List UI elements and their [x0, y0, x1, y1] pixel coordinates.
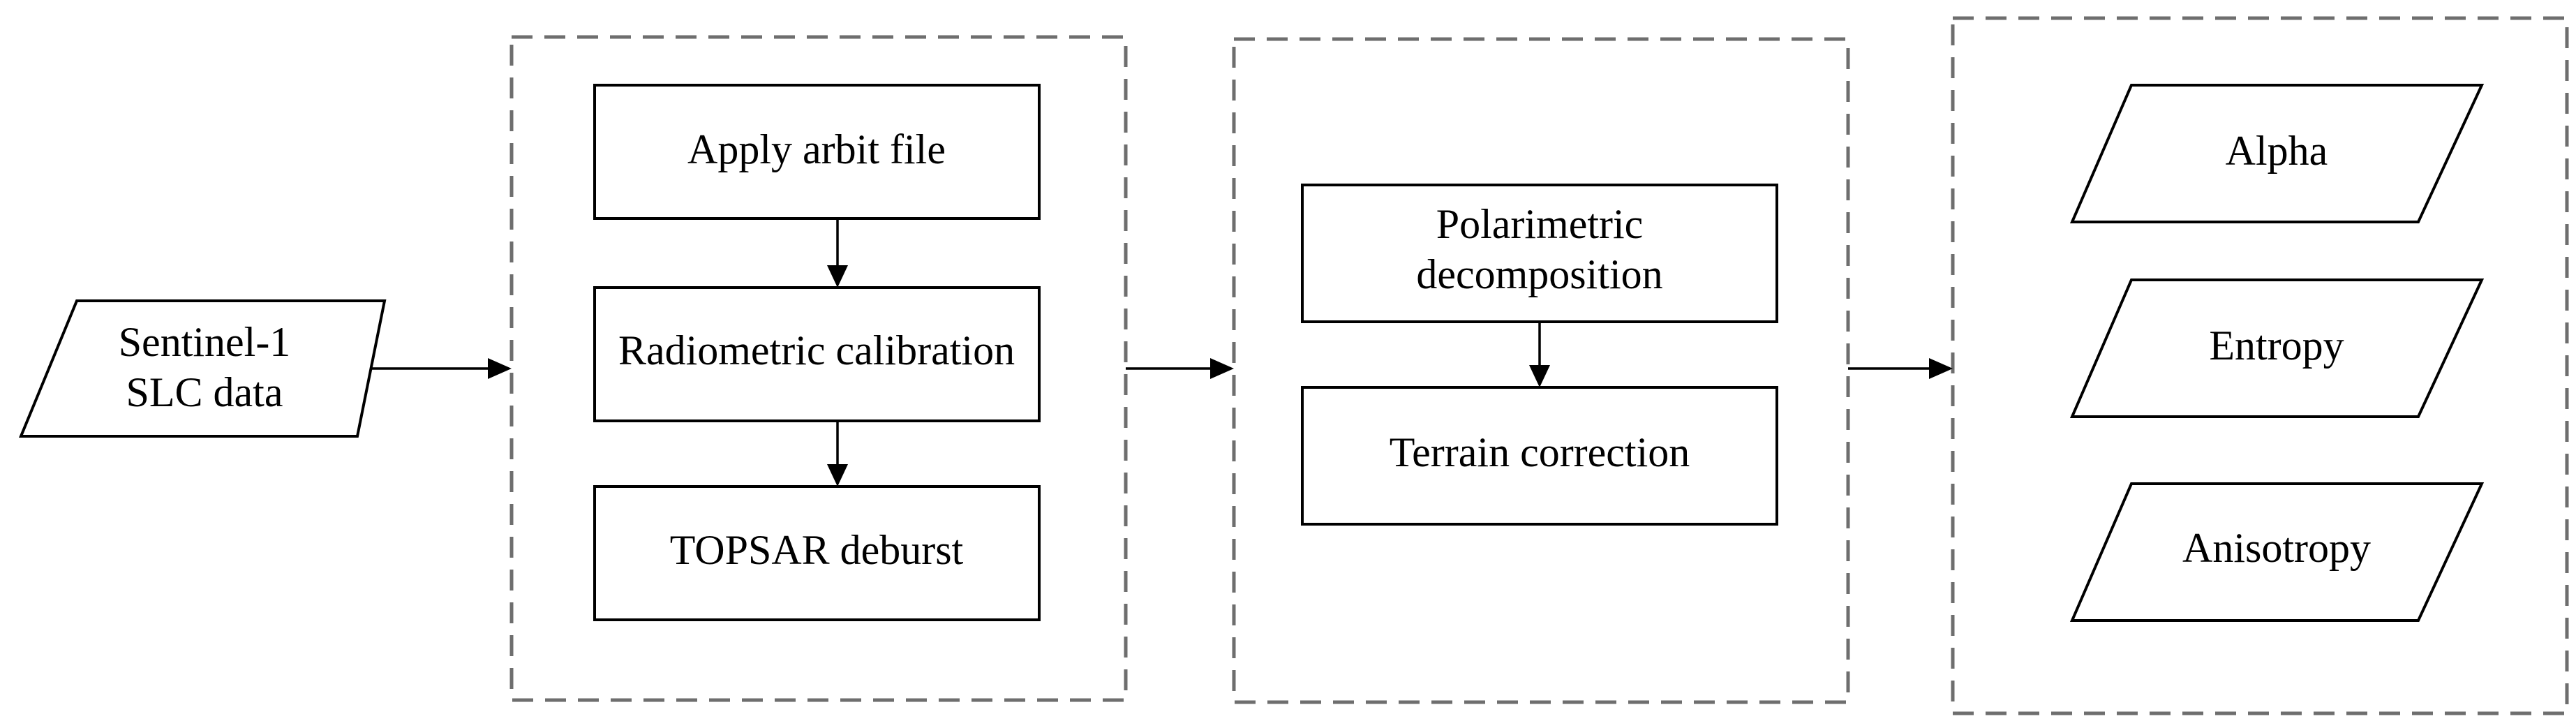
step-apply-orbit-file-label: Apply arbit file: [687, 126, 946, 172]
processing-group: [1232, 37, 1850, 704]
connectors: [371, 218, 1953, 486]
arrowhead-decomposition-to-terrain: [1529, 365, 1550, 387]
preprocessing-group: [509, 35, 1128, 702]
processing-steps: Polarimetric decomposition Terrain corre…: [1301, 184, 1778, 526]
output-entropy-label: Entropy: [2209, 322, 2344, 369]
arrowhead-input-to-preprocessing: [488, 358, 512, 379]
output-anisotropy-label: Anisotropy: [2182, 525, 2371, 571]
output-nodes: Alpha Entropy Anisotropy: [2069, 84, 2485, 622]
output-alpha: [2069, 84, 2485, 223]
step-radiometric-calibration: [593, 286, 1041, 422]
step-apply-orbit-file: [593, 84, 1041, 220]
step-topsar-deburst-label: TOPSAR deburst: [670, 527, 964, 573]
input-node: Sentinel-1 SLC data: [19, 299, 387, 438]
arrowhead-step1-to-step2: [827, 265, 848, 288]
step-topsar-deburst: [593, 485, 1041, 621]
step-terrain-correction-label: Terrain correction: [1390, 429, 1690, 475]
step-polarimetric-decomposition-line1: Polarimetric: [1436, 201, 1644, 247]
input-parallelogram: [19, 299, 387, 438]
step-terrain-correction: [1301, 386, 1778, 526]
step-radiometric-calibration-label: Radiometric calibration: [618, 327, 1015, 373]
input-label-line2: SLC data: [126, 369, 283, 415]
output-alpha-label: Alpha: [2226, 128, 2328, 174]
output-group: [1951, 16, 2569, 715]
arrowhead-step2-to-step3: [827, 464, 848, 486]
preprocessing-steps: Apply arbit file Radiometric calibration…: [593, 84, 1041, 621]
output-anisotropy: [2069, 482, 2485, 622]
input-label-line1: Sentinel-1: [119, 319, 291, 365]
arrowhead-preprocessing-to-processing: [1210, 358, 1234, 379]
step-polarimetric-decomposition: [1301, 184, 1778, 323]
output-entropy: [2069, 278, 2485, 418]
step-polarimetric-decomposition-line2: decomposition: [1416, 251, 1662, 297]
arrowhead-processing-to-outputs: [1929, 358, 1953, 379]
